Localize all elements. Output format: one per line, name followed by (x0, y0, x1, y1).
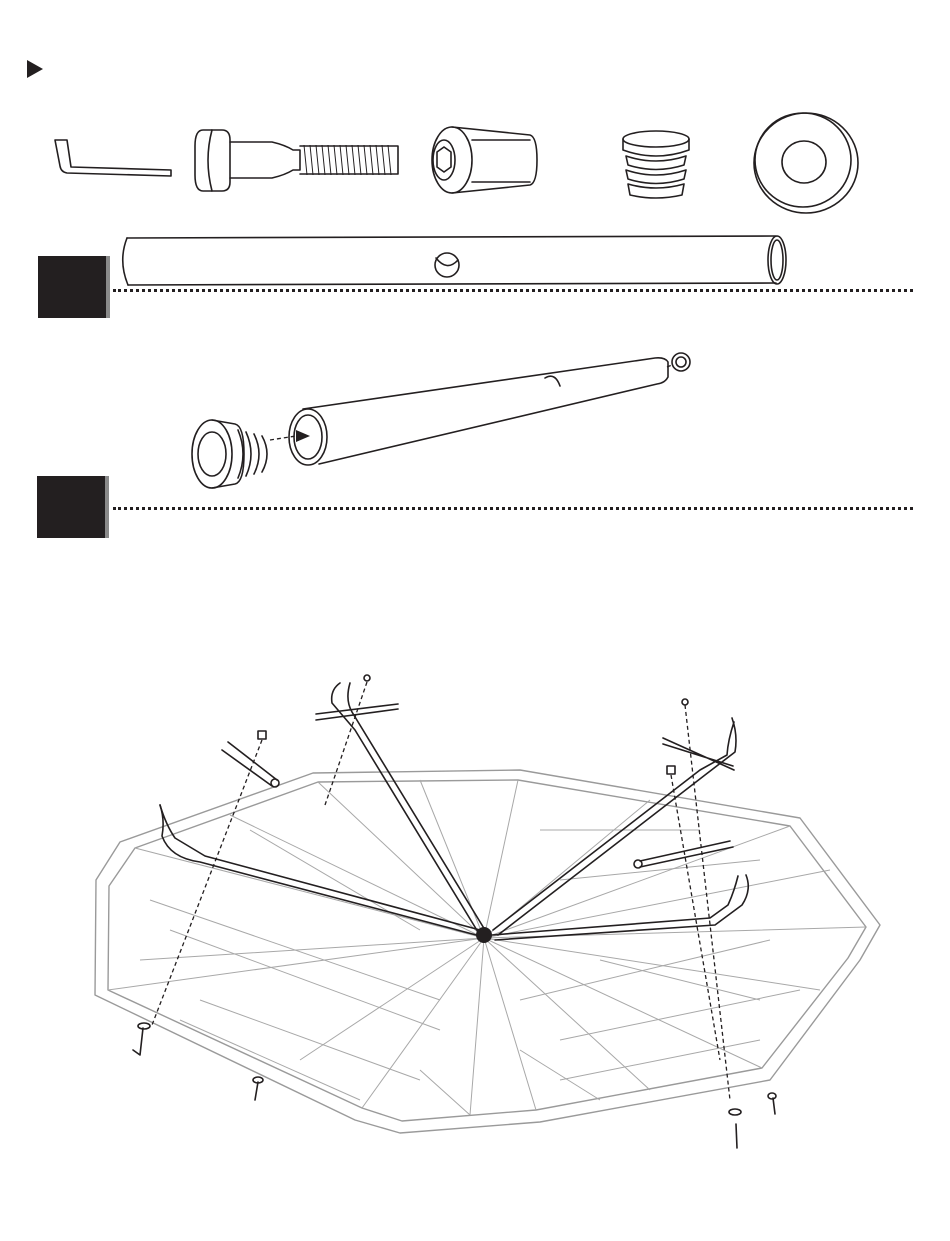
step2-cap-icon (192, 420, 267, 488)
tube-end-cap-icon (623, 131, 689, 198)
tube-icon (123, 236, 786, 285)
arrow-head (296, 430, 310, 442)
barrel-nut-icon (432, 127, 537, 193)
tabletop (95, 770, 880, 1133)
bolt-icon (195, 130, 398, 191)
washer-icon (754, 113, 858, 213)
insert-direction-arrow (270, 436, 296, 440)
hex-key-icon (55, 140, 171, 176)
step2-tapered-tube (289, 353, 690, 465)
